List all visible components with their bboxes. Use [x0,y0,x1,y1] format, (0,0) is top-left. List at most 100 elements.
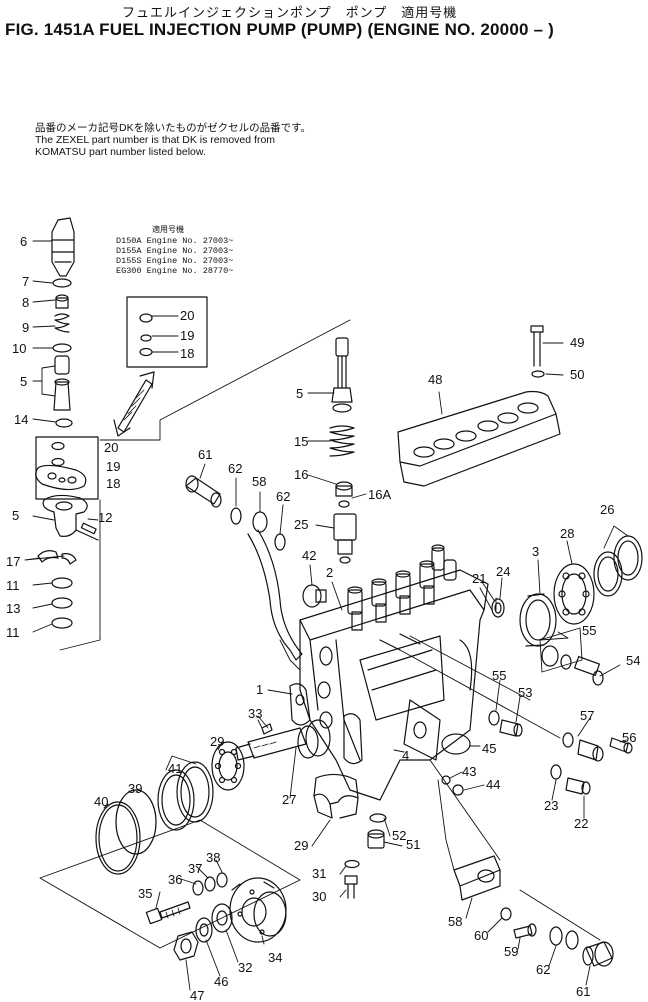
bolt-30 [344,875,358,899]
right-leaders [449,540,627,819]
callout-number: 44 [486,777,500,792]
lower-left-leaders [103,719,297,809]
valve-spring [54,313,70,333]
washers-36-37 [192,872,228,896]
japanese-title: フュエルインジェクションポンプ ポンプ 適用号機 [122,6,458,21]
gasket [52,343,72,353]
leader-lines-left [24,240,99,633]
callout-number: 35 [138,886,152,901]
callout-number: 53 [518,685,532,700]
camshaft [235,719,331,761]
callout-number: 56 [622,730,636,745]
engine-applicability-table: 適用号機 D150A Engine No. 27003~ D155A Engin… [116,226,233,276]
shim-set [593,525,643,597]
o-ring [51,617,73,629]
callout-number: 20 [104,440,118,455]
engine-row: D155A Engine No. 27003~ [116,246,234,256]
callout-number: 45 [482,741,496,756]
inspection-cover [397,390,561,487]
callout-number: 30 [312,889,326,904]
lower-center-leaders [311,817,403,898]
callout-number: 49 [570,335,584,350]
callout-number: 3 [532,544,539,559]
callout-number: 55 [492,668,506,683]
pump-housing [289,569,489,801]
flange-kit-box [35,436,99,500]
gaskets-62 [549,926,579,950]
callout-number: 36 [168,872,182,887]
collar-set-box [539,627,604,686]
washer-kit-box [126,296,208,368]
engine-row: D155S Engine No. 27003~ [116,256,234,266]
callout-number: 19 [106,459,120,474]
note-line-2: KOMATSU part number listed below. [35,146,206,158]
washer-31 [344,859,360,869]
side-bolts [441,710,633,796]
callout-number: 15 [294,434,308,449]
callout-number: 40 [94,794,108,809]
engine-row: D150A Engine No. 27003~ [116,236,234,246]
eye-bolt-61 [582,941,614,967]
callout-number: 17 [6,554,20,569]
washers-32-46 [195,903,233,943]
eye-bolt [185,475,222,508]
washer-60 [500,907,512,921]
callout-number: 7 [22,274,29,289]
roller-bearing [553,563,595,625]
note-jp: 品番のメーカ記号DKを除いたものがゼクセルの品番です。 [35,122,312,134]
callout-number: 27 [282,792,296,807]
callout-number: 32 [238,960,252,975]
callout-number: 18 [106,476,120,491]
callout-number: 50 [570,367,584,382]
callout-number: 10 [12,341,26,356]
camshaft-bearing [211,741,245,791]
nut-47 [173,931,199,961]
callout-number: 55 [582,623,596,638]
lower-right-leaders [429,759,601,986]
bracket-58 [437,779,501,901]
leader-lines-center-top [307,392,367,529]
callout-number: 29 [210,734,224,749]
coupling-leaders [155,859,265,991]
note-line-1: The ZEXEL part number is that DK is remo… [35,134,276,146]
callout-number: 20 [180,308,194,323]
plug [302,584,327,608]
oil-seal [491,598,505,618]
callout-number: 62 [536,962,550,977]
callout-number: 11 [6,578,20,593]
callout-number: 14 [14,412,28,427]
callout-number: 5 [12,508,19,523]
callout-number: 24 [496,564,510,579]
alignment-lines [39,319,351,949]
callout-number: 33 [248,706,262,721]
callout-number: 52 [392,828,406,843]
callout-number: 6 [20,234,27,249]
callout-number: 21 [472,571,486,586]
callout-number: 12 [98,510,112,525]
bolt-59 [513,923,537,939]
callout-number: 5 [20,374,27,389]
leader-lines-mid-left [199,463,313,586]
callout-number: 8 [22,295,29,310]
callout-number: 54 [626,653,640,668]
plunger [331,337,353,413]
spring-seat [335,481,353,508]
callout-number: 62 [276,489,290,504]
engine-row: EG300 Engine No. 28770~ [116,266,234,276]
gasket [230,507,242,525]
key [261,723,273,735]
washer [531,370,545,378]
callout-number: 22 [574,816,588,831]
delivery-valve [53,355,71,411]
leader-lines-top-right [438,342,564,415]
callout-number: 23 [544,798,558,813]
callout-number: 25 [294,517,308,532]
callout-number: 38 [206,850,220,865]
callout-number: 51 [406,837,420,852]
shim-rings [157,755,214,831]
callout-number: 16A [368,487,391,502]
callout-number: 43 [462,764,476,779]
washer-52 [369,813,387,823]
callout-number: 62 [228,461,242,476]
